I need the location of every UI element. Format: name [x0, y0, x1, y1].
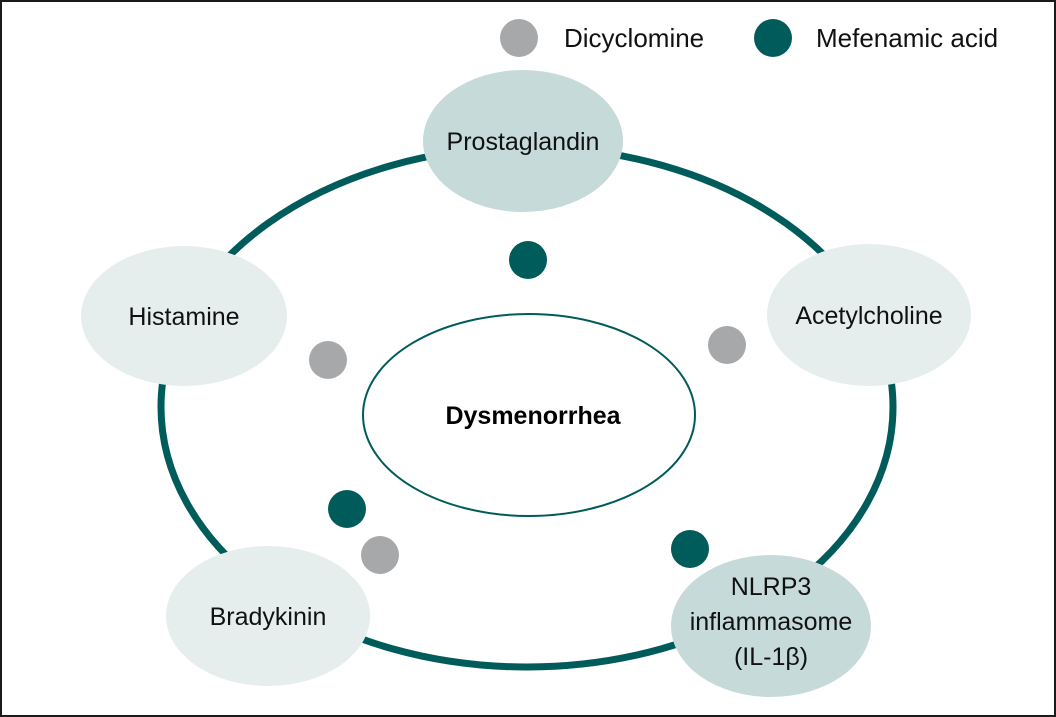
marker-mefenamic-bradykinin: [328, 490, 366, 528]
marker-mefenamic-nlrp3: [671, 530, 709, 568]
legend-mefenamic-label: Mefenamic acid: [816, 23, 998, 53]
node-bradykinin-label: Bradykinin: [210, 603, 327, 631]
node-acetylcholine-label: Acetylcholine: [795, 302, 942, 330]
node-nlrp3-label-line2: inflammasome: [690, 608, 853, 636]
node-prostaglandin-shape: [423, 70, 623, 212]
marker-dicyclomine-acetylcholine: [708, 326, 746, 364]
legend-dicyclomine-label: Dicyclomine: [564, 23, 704, 53]
node-nlrp3-shape: [671, 555, 871, 697]
node-acetylcholine: Acetylcholine: [767, 244, 971, 386]
node-histamine-label: Histamine: [128, 303, 239, 331]
node-histamine-shape: [81, 246, 287, 386]
node-prostaglandin: Prostaglandin: [423, 70, 623, 212]
marker-mefenamic-prostaglandin: [509, 241, 547, 279]
marker-dicyclomine-histamine: [309, 341, 347, 379]
center-ellipse: [362, 313, 696, 517]
node-bradykinin: Bradykinin: [166, 546, 370, 686]
legend: Dicyclomine Mefenamic acid: [500, 19, 998, 57]
marker-dicyclomine-bradykinin: [361, 536, 399, 574]
node-nlrp3-label-line3: (IL-1β): [734, 643, 808, 671]
node-prostaglandin-label: Prostaglandin: [447, 128, 600, 156]
legend-dicyclomine-swatch: [500, 19, 538, 57]
center-label: Dysmenorrhea: [445, 402, 621, 430]
legend-mefenamic-swatch: [754, 19, 792, 57]
node-histamine: Histamine: [81, 246, 287, 386]
node-acetylcholine-shape: [767, 244, 971, 386]
node-nlrp3-label-line1: NLRP3: [731, 573, 812, 601]
node-nlrp3: NLRP3 inflammasome (IL-1β): [671, 555, 871, 697]
node-bradykinin-shape: [166, 546, 370, 686]
